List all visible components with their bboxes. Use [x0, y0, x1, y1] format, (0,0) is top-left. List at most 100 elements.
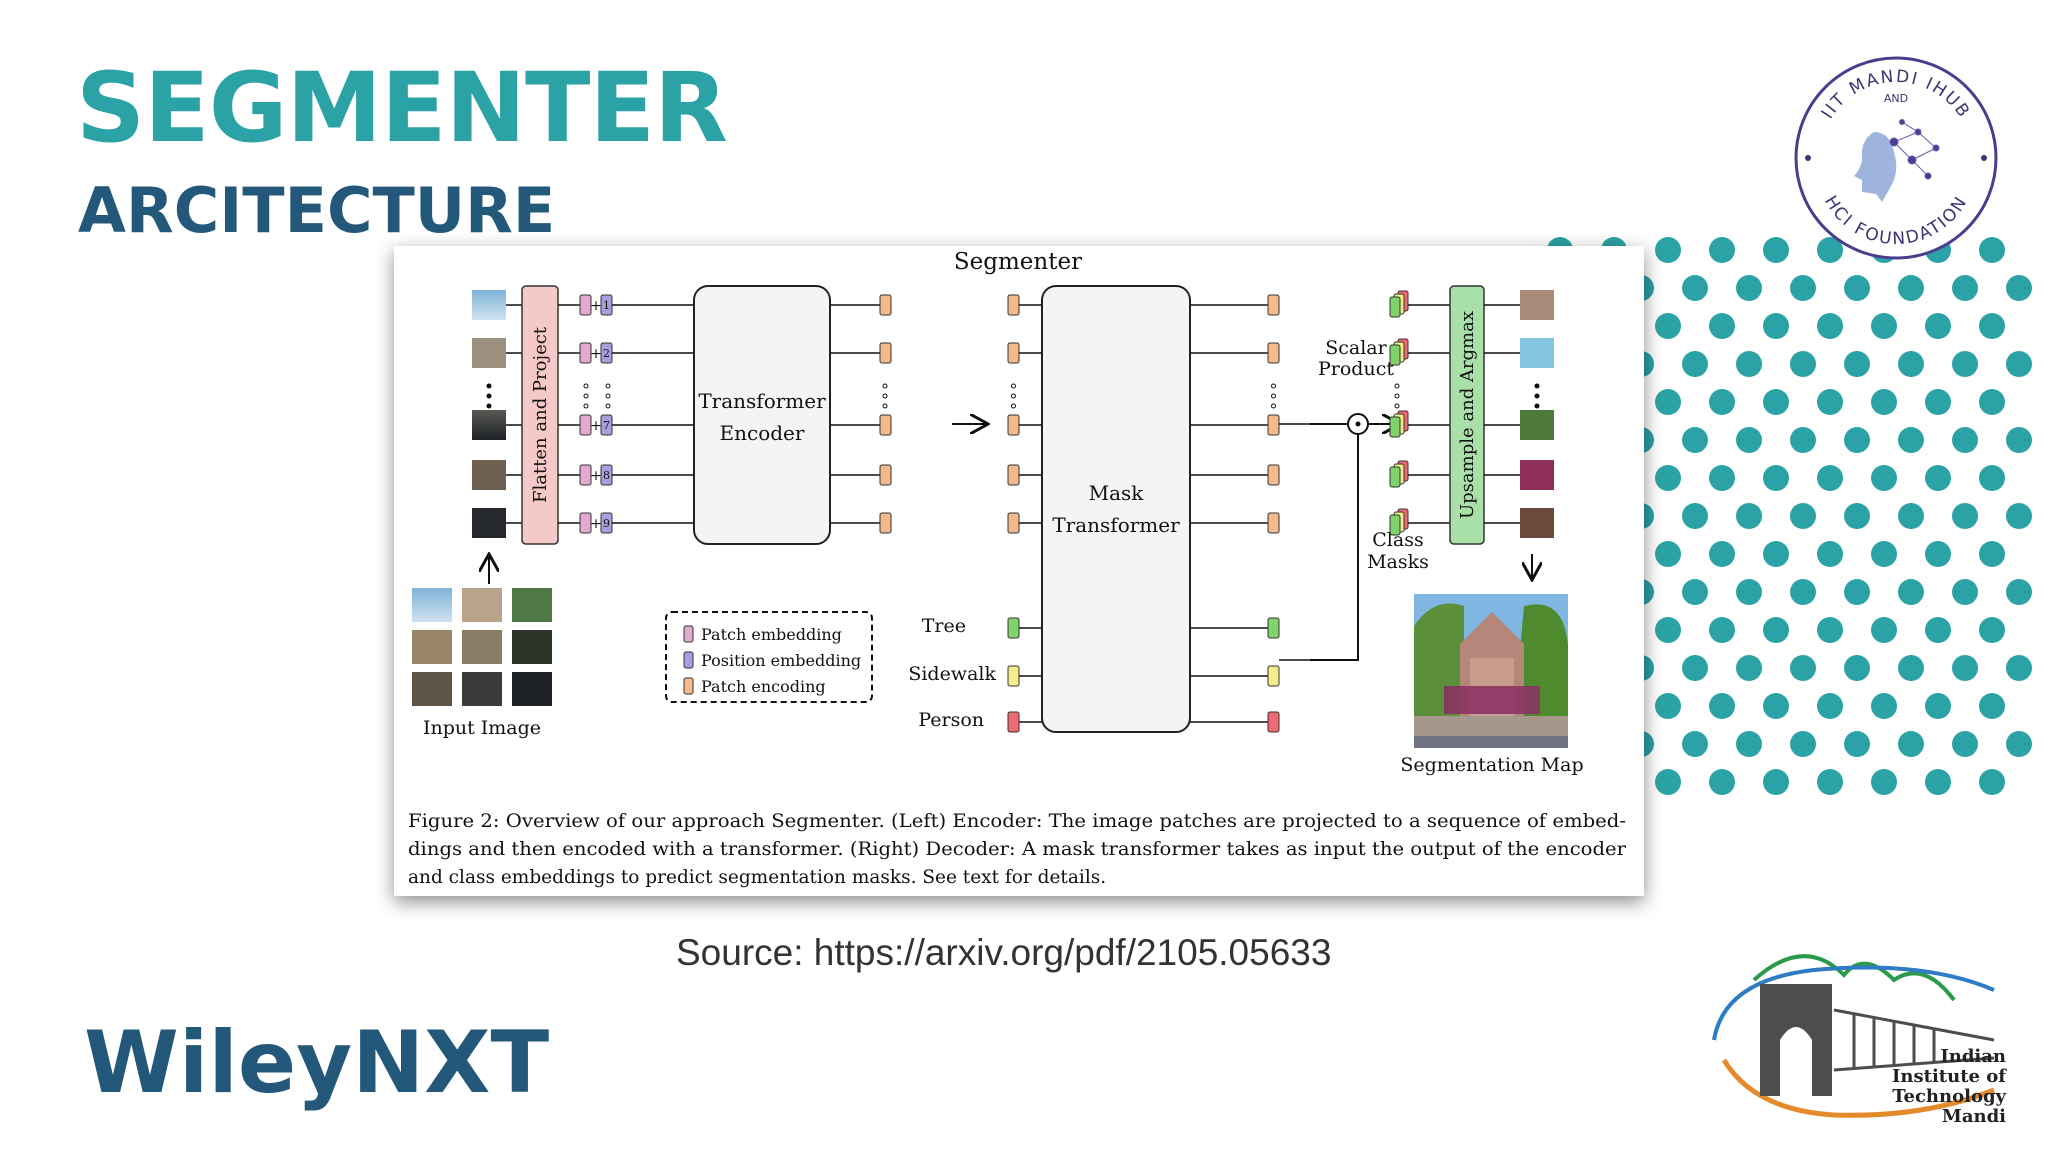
class-label-person: Person — [918, 709, 984, 731]
iit-logo-line2: Institute of — [1892, 1066, 2007, 1087]
legend-swatch-patch-embedding — [683, 625, 694, 643]
decorative-dot — [1817, 693, 1843, 719]
decorative-dot — [1844, 351, 1870, 377]
decorative-dot — [1682, 731, 1708, 757]
decorative-dot — [1790, 731, 1816, 757]
decorative-dot — [1925, 617, 1951, 643]
patch-encoding-token — [879, 414, 892, 436]
patch-thumbnail — [472, 460, 506, 490]
mask-output-token — [1267, 342, 1280, 364]
mask-input-token — [1007, 294, 1020, 316]
decorative-dot — [1709, 541, 1735, 567]
decorative-dot — [1898, 427, 1924, 453]
segmenter-diagram: Segmenter Flatten and Project +1+2+7+8+9… — [408, 249, 1626, 888]
mask-input-token — [1007, 711, 1020, 733]
decorative-dot — [1655, 313, 1681, 339]
position-number: 9 — [603, 517, 610, 530]
position-number: 8 — [603, 469, 610, 482]
decorative-dot — [1871, 389, 1897, 415]
legend-swatch-patch-encoding — [683, 677, 694, 695]
patch-embedding-token — [579, 294, 592, 316]
iit-mandi-logo: Indian Institute of Technology Mandi — [1712, 954, 2007, 1127]
mask-input-token — [1007, 665, 1020, 687]
class-label-sidewalk: Sidewalk — [908, 663, 996, 685]
decorative-dot — [1898, 503, 1924, 529]
decorative-dot — [1790, 503, 1816, 529]
patch-thumbnail — [472, 338, 506, 368]
position-number: 2 — [603, 347, 610, 360]
class-mask-token — [1389, 466, 1401, 488]
decorative-dot — [1709, 465, 1735, 491]
mask-output-token — [1267, 617, 1280, 639]
legend-patch-encoding: Patch encoding — [701, 677, 826, 696]
decorative-dot — [1682, 275, 1708, 301]
mask-output-token — [1267, 711, 1280, 733]
source-citation: Source: https://arxiv.org/pdf/2105.05633 — [676, 932, 1332, 973]
decorative-dot — [1763, 541, 1789, 567]
scalar-label-line2: Product — [1318, 358, 1394, 380]
transformer-encoder-block — [693, 285, 831, 545]
decorative-dot — [1925, 541, 1951, 567]
decorative-dot — [2006, 731, 2032, 757]
decorative-dot — [1979, 313, 2005, 339]
decorative-dot — [1790, 579, 1816, 605]
mask-label-line2: Transformer — [1052, 513, 1180, 537]
decorative-dot — [1655, 389, 1681, 415]
decorative-dot — [1925, 389, 1951, 415]
decorative-dot — [2006, 275, 2032, 301]
flatten-project-block — [521, 285, 559, 545]
decorative-dot — [1655, 465, 1681, 491]
figure-heading: Segmenter — [954, 249, 1082, 275]
decorative-dot — [1979, 237, 2005, 263]
plus-sign: + — [590, 468, 602, 484]
mask-output-token — [1267, 414, 1280, 436]
patch-encoding-token — [879, 464, 892, 486]
decorative-dot — [1844, 275, 1870, 301]
patch-embedding-token — [579, 464, 592, 486]
mask-output-token — [1267, 665, 1280, 687]
decorative-dot — [1763, 465, 1789, 491]
decorative-dot — [1979, 389, 2005, 415]
decorative-dot — [1952, 579, 1978, 605]
position-number: 1 — [603, 299, 610, 312]
slide-subtitle: ARCITECTURE — [78, 174, 556, 247]
decorative-dot — [1763, 769, 1789, 795]
caption-line-1: Figure 2: Overview of our approach Segme… — [408, 811, 1626, 832]
decorative-dot — [1736, 427, 1762, 453]
patch-embedding-token — [579, 414, 592, 436]
plus-sign: + — [590, 298, 602, 314]
mask-transformer-io — [1007, 294, 1310, 733]
decorative-dot — [1655, 237, 1681, 263]
decorative-dot — [1871, 313, 1897, 339]
decorative-dot — [1979, 465, 2005, 491]
upsample-label: Upsample and Argmax — [1457, 311, 1478, 519]
decorative-dot — [1844, 579, 1870, 605]
decorative-dot — [1952, 655, 1978, 681]
mask-input-token — [1007, 512, 1020, 534]
badge-and-text: AND — [1884, 92, 1908, 105]
decorative-dot — [1817, 237, 1843, 263]
decorative-dot — [1898, 275, 1924, 301]
wileynxt-logo: WileyNXT — [84, 1013, 550, 1113]
position-number: 7 — [603, 419, 610, 432]
decorative-dot — [1763, 313, 1789, 339]
decorative-dot — [1736, 503, 1762, 529]
decorative-dot — [1655, 541, 1681, 567]
decorative-dot — [1898, 655, 1924, 681]
decorative-dot — [1763, 617, 1789, 643]
embedding-rows: +1+2+7+8+9 — [558, 294, 694, 534]
mask-output-token — [1267, 294, 1280, 316]
decorative-dot — [1898, 351, 1924, 377]
decorative-dot — [1736, 351, 1762, 377]
decorative-dot — [1763, 389, 1789, 415]
class-mask-token — [1389, 344, 1401, 366]
decorative-dot — [1817, 769, 1843, 795]
decorative-dot — [1925, 313, 1951, 339]
legend-position-embedding: Position embedding — [701, 651, 861, 670]
scalar-label-line1: Scalar — [1325, 337, 1387, 359]
decorative-dot — [1682, 655, 1708, 681]
ihub-hci-foundation-badge: IIT MANDI IHUB AND HCI FOUNDATION — [1794, 56, 1998, 260]
legend-box — [665, 611, 873, 703]
decorative-dot — [1979, 769, 2005, 795]
class-mask-token — [1389, 296, 1401, 318]
